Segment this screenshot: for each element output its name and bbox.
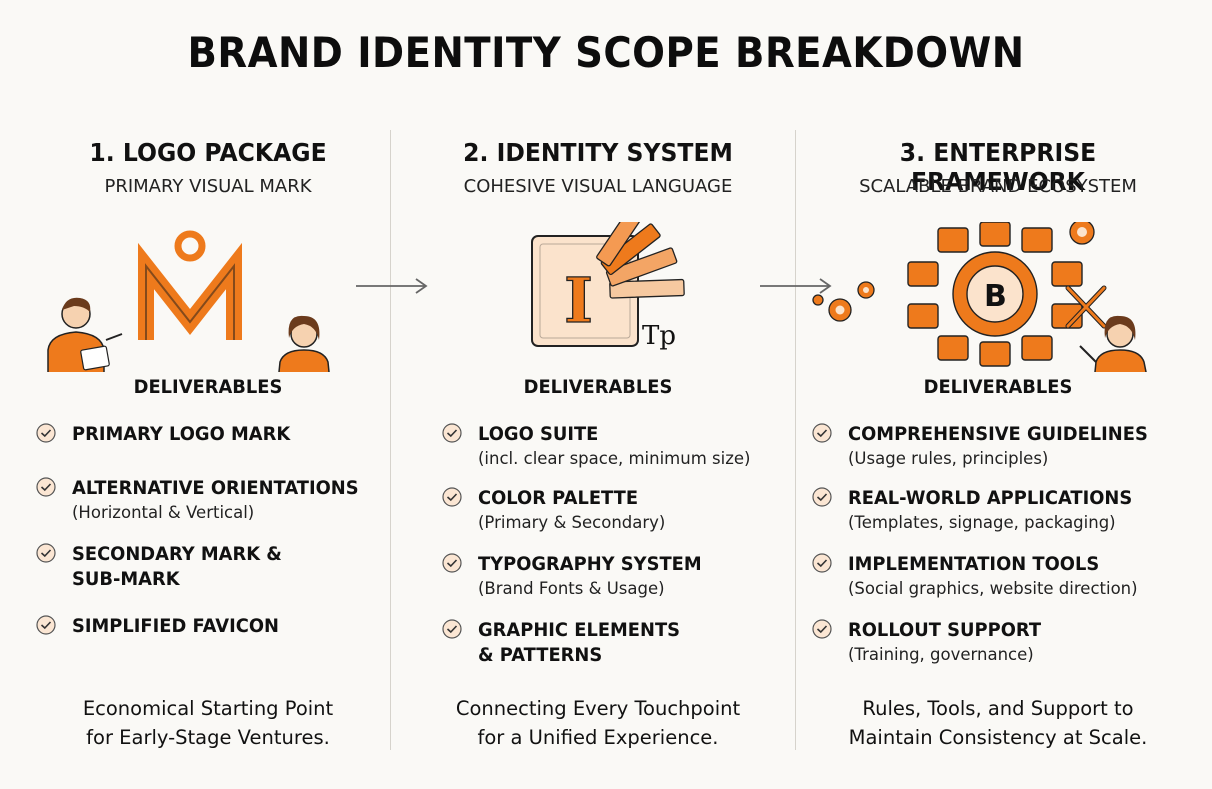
deliverables-heading: DELIVERABLES — [133, 376, 283, 398]
arrow-right-icon — [760, 278, 832, 294]
check-circle-icon — [442, 423, 462, 443]
item-detail: (Social graphics, website direction) — [848, 579, 1138, 598]
column-logo-package: 1. LOGO PACKAGE PRIMARY VISUAL MARK DELI… — [36, 138, 380, 758]
item-detail: (Training, governance) — [848, 645, 1034, 664]
check-circle-icon — [36, 543, 56, 563]
item-detail: (Horizontal & Vertical) — [72, 503, 255, 522]
item-label: GRAPHIC ELEMENTS & PATTERNS — [478, 619, 680, 666]
deliverables-heading: DELIVERABLES — [523, 376, 673, 398]
item-detail: (Templates, signage, packaging) — [848, 513, 1116, 532]
item-label: IMPLEMENTATION TOOLS — [848, 553, 1100, 575]
item-label: ALTERNATIVE ORIENTATIONS — [72, 477, 359, 499]
item-label: REAL-WORLD APPLICATIONS — [848, 487, 1133, 509]
item-label: COMPREHENSIVE GUIDELINES — [848, 423, 1148, 445]
style-guide-swatch-icon: I Tp — [531, 222, 685, 351]
column-subtitle: COHESIVE VISUAL LANGUAGE — [463, 176, 733, 197]
column-footer: Rules, Tools, and Support to Maintain Co… — [848, 697, 1148, 749]
column-subtitle: PRIMARY VISUAL MARK — [104, 176, 312, 197]
column-title: 1. LOGO PACKAGE — [89, 138, 327, 167]
check-circle-icon — [36, 423, 56, 443]
check-circle-icon — [812, 619, 832, 639]
column-subtitle: SCALABLE BRAND ECOSYSTEM — [859, 176, 1137, 197]
check-circle-icon — [36, 615, 56, 635]
item-detail: (incl. clear space, minimum size) — [478, 449, 751, 468]
item-label: PRIMARY LOGO MARK — [72, 423, 291, 445]
item-label: SIMPLIFIED FAVICON — [72, 615, 279, 637]
deliverables-heading: DELIVERABLES — [923, 376, 1073, 398]
arrow-right-icon — [356, 278, 428, 294]
brand-ecosystem-gear-icon: B — [812, 222, 1147, 372]
item-detail: (Primary & Secondary) — [478, 513, 666, 532]
check-circle-icon — [812, 487, 832, 507]
column-footer: Economical Starting Point for Early-Stag… — [82, 697, 334, 749]
person-illustration — [1079, 315, 1147, 372]
person-illustration — [47, 297, 123, 372]
column-enterprise-framework: 3. ENTERPRISE FRAMEWORK SCALABLE BRAND E… — [812, 138, 1184, 758]
item-label: TYPOGRAPHY SYSTEM — [478, 553, 702, 575]
item-label: ROLLOUT SUPPORT — [848, 619, 1042, 641]
item-label: SECONDARY MARK & SUB-MARK — [72, 543, 282, 590]
page-title: BRAND IDENTITY SCOPE BREAKDOWN — [187, 28, 1025, 77]
check-circle-icon — [442, 487, 462, 507]
column-divider — [390, 130, 391, 750]
hub-letter: B — [984, 279, 1007, 314]
check-circle-icon — [812, 553, 832, 573]
column-title: 3. ENTERPRISE FRAMEWORK — [899, 138, 1097, 196]
column-divider — [795, 130, 796, 750]
check-circle-icon — [442, 619, 462, 639]
check-circle-icon — [36, 477, 56, 497]
check-circle-icon — [442, 553, 462, 573]
column-footer: Connecting Every Touchpoint for a Unifie… — [455, 697, 741, 749]
type-sample: Tp — [642, 321, 676, 351]
column-title: 2. IDENTITY SYSTEM — [463, 138, 733, 167]
m-logo-icon — [47, 230, 330, 372]
item-label: COLOR PALETTE — [478, 487, 639, 509]
guide-letter: I — [564, 264, 593, 337]
check-circle-icon — [812, 423, 832, 443]
item-detail: (Usage rules, principles) — [848, 449, 1049, 468]
item-detail: (Brand Fonts & Usage) — [478, 579, 665, 598]
item-label: LOGO SUITE — [478, 423, 599, 445]
person-illustration — [278, 315, 330, 372]
column-identity-system: 2. IDENTITY SYSTEM COHESIVE VISUAL LANGU… — [442, 138, 754, 758]
